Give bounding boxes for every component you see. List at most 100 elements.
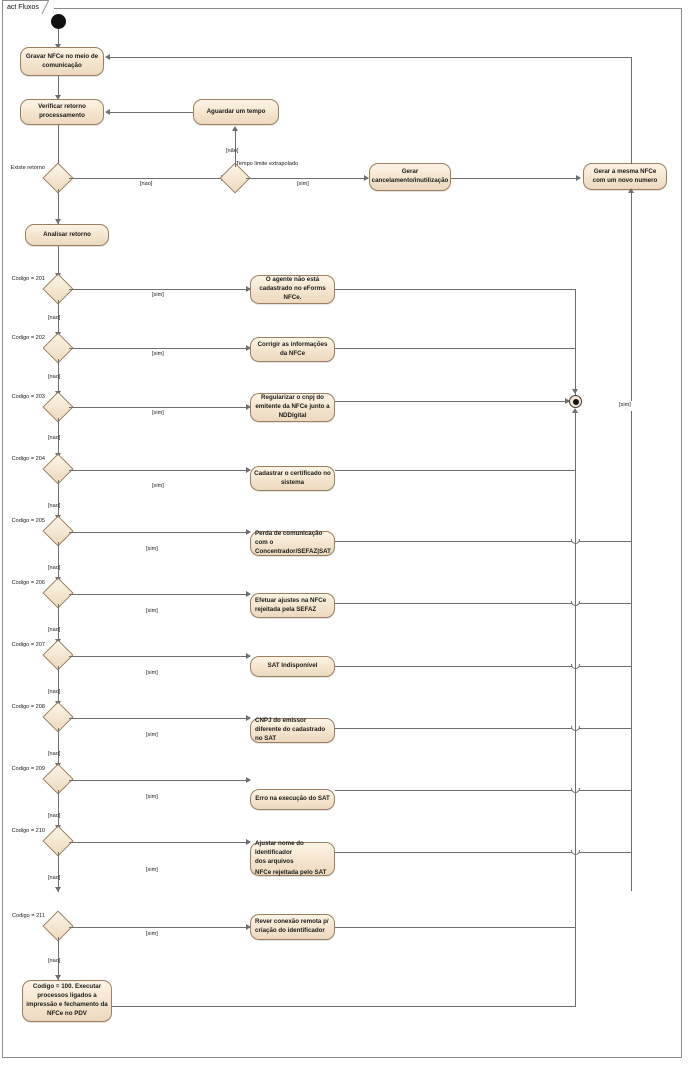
edge-204-to-final xyxy=(335,470,576,471)
guard-206-nao: [nao] xyxy=(48,627,61,633)
label-codigo-204: Codigo = 204 xyxy=(11,456,45,462)
arrowhead-204-sim xyxy=(246,467,251,473)
arrowhead-gerar-mesma-to-gravar xyxy=(105,54,110,60)
edge-211-to-final-riser xyxy=(335,927,576,928)
edge-201-down-to-final xyxy=(575,289,576,395)
label-codigo-205: Codigo = 205 xyxy=(11,518,45,524)
arrowhead-initial-to-gravar xyxy=(55,44,61,49)
edge-203-to-204 xyxy=(58,418,59,458)
edge-existe-to-tempo xyxy=(69,178,225,179)
edge-verificar-to-existe-retorno xyxy=(58,125,59,170)
label-codigo-210: Codigo = 210 xyxy=(11,828,45,834)
edge-cancelamento-to-gerar-mesma xyxy=(451,178,580,179)
edge-202-to-203 xyxy=(58,359,59,396)
edge-210-sim xyxy=(69,842,250,843)
edge-207-to-208 xyxy=(58,666,59,706)
arrowhead-existe-to-analisar xyxy=(55,219,61,224)
guard-210-nao: [nao] xyxy=(48,875,61,881)
label-codigo-203: Codigo = 203 xyxy=(11,394,45,400)
edge-201-to-final xyxy=(335,289,576,290)
edge-206-sim xyxy=(69,594,250,595)
guard-tempo-nao: [não] xyxy=(226,148,239,154)
guard-203-nao: [nao] xyxy=(48,435,61,441)
edge-210-to-right-riser xyxy=(335,852,631,853)
guard-201-nao: [nao] xyxy=(48,315,61,321)
guard-208-sim: [sim] xyxy=(146,732,158,738)
action-210-line3: NFCe rejeitada pelo SAT xyxy=(255,868,327,876)
action-verificar-retorno[interactable]: Verificar retorno processamento xyxy=(20,99,104,125)
edge-203-sim xyxy=(69,407,250,408)
guard-right-sim: [sim] xyxy=(619,402,631,408)
action-207[interactable]: SAT Indisponível xyxy=(250,656,335,677)
edge-right-riser-upper xyxy=(631,191,632,401)
label-codigo-202: Codigo = 202 xyxy=(11,335,45,341)
edge-205-sim xyxy=(69,532,250,533)
guard-201-sim: [sim] xyxy=(152,292,164,298)
guard-204-sim: [sim] xyxy=(152,483,164,489)
action-201[interactable]: O agente não está cadastrado no eForms N… xyxy=(250,275,335,304)
arrowhead-211-sim xyxy=(246,924,251,930)
action-205[interactable]: Perda de comunicação com o Concentrador/… xyxy=(250,530,335,556)
action-211[interactable]: Rever conexão remota p/ criação do ident… xyxy=(250,914,335,940)
edge-207-to-right-riser xyxy=(335,666,631,667)
diagram-frame xyxy=(2,8,682,1058)
guard-209-nao: [nao] xyxy=(48,813,61,819)
label-codigo-208: Codigo = 208 xyxy=(11,704,45,710)
edge-202-to-final xyxy=(335,348,576,349)
guard-207-sim: [sim] xyxy=(146,670,158,676)
action-gravar-nfce[interactable]: Gravar NFCe no meio de comunicação xyxy=(20,47,104,76)
label-existe-retorno: Existe retorno xyxy=(10,165,45,171)
edge-tempo-to-aguardar xyxy=(235,131,236,167)
arrowhead-211-to-100 xyxy=(55,975,61,980)
edge-gravar-to-verificar xyxy=(58,76,59,98)
guard-tempo-sim: [sim] xyxy=(297,181,309,187)
action-gerar-mesma-nfce[interactable]: Gerar a mesma NFCe com um novo numero xyxy=(583,163,667,190)
action-206[interactable]: Efetuar ajustes na NFCe rejeitada pela S… xyxy=(250,593,335,618)
action-204[interactable]: Cadastrar o certificado no sistema xyxy=(250,466,335,491)
edge-208-to-right-riser xyxy=(335,728,631,729)
label-codigo-211: Codigo = 211 xyxy=(11,913,45,919)
action-208[interactable]: CNPJ do emissor diferente do cadastrado … xyxy=(250,717,335,743)
edge-analisar-to-d201 xyxy=(58,246,59,278)
edge-204-sim xyxy=(69,470,250,471)
label-codigo-201: Codigo = 201 xyxy=(11,276,45,282)
edge-208-to-209 xyxy=(58,728,59,768)
arrowhead-tempo-to-aguardar xyxy=(232,126,238,131)
guard-203-sim: [sim] xyxy=(152,410,164,416)
action-aguardar-tempo[interactable]: Aguardar um tempo xyxy=(193,99,279,125)
edge-initial-to-gravar xyxy=(58,29,59,47)
guard-209-sim: [sim] xyxy=(146,794,158,800)
arrowhead-206-sim xyxy=(246,591,251,597)
guard-existe-nao: [nao] xyxy=(140,181,153,187)
action-203[interactable]: Regularizar o cnpj do emitente da NFCe j… xyxy=(250,393,335,422)
edge-206-to-right-riser xyxy=(335,603,631,604)
arrowhead-tempo-to-gerar-cancelamento xyxy=(364,175,369,181)
guard-202-sim: [sim] xyxy=(152,351,164,357)
arrowhead-208-sim xyxy=(246,715,251,721)
action-gerar-cancelamento[interactable]: Gerar cancelamento/inutilização xyxy=(369,163,451,191)
arrowhead-into-final-bottom xyxy=(572,408,578,413)
guard-210-sim: [sim] xyxy=(146,867,158,873)
action-codigo-100[interactable]: Codigo = 100. Executar processos ligados… xyxy=(22,980,112,1022)
arrowhead-205-sim xyxy=(246,529,251,535)
arrowhead-into-final-top xyxy=(572,389,578,394)
diagram-frame-label: act Fluxos xyxy=(2,0,54,14)
action-210-line1: Ajustar nome do Identificador xyxy=(255,840,304,857)
guard-207-nao: [nao] xyxy=(48,689,61,695)
action-202[interactable]: Corrigir as informações da NFCe xyxy=(250,337,335,362)
action-210-line2: dos arquivos xyxy=(255,858,294,865)
label-codigo-206: Codigo = 206 xyxy=(11,580,45,586)
guard-206-sim: [sim] xyxy=(146,608,158,614)
action-analisar-retorno[interactable]: Analisar retorno xyxy=(25,224,109,246)
arrowhead-203-sim xyxy=(246,404,251,410)
edge-208-sim xyxy=(69,718,250,719)
edge-209-to-210 xyxy=(58,790,59,830)
edge-202-sim xyxy=(69,348,250,349)
label-codigo-207: Codigo = 207 xyxy=(11,642,45,648)
arrowhead-aguardar-to-verificar xyxy=(105,109,110,115)
initial-node xyxy=(51,14,66,29)
guard-205-sim: [sim] xyxy=(146,546,158,552)
action-209[interactable]: Erro na execução do SAT xyxy=(250,789,335,810)
arrowhead-207-sim xyxy=(246,653,251,659)
